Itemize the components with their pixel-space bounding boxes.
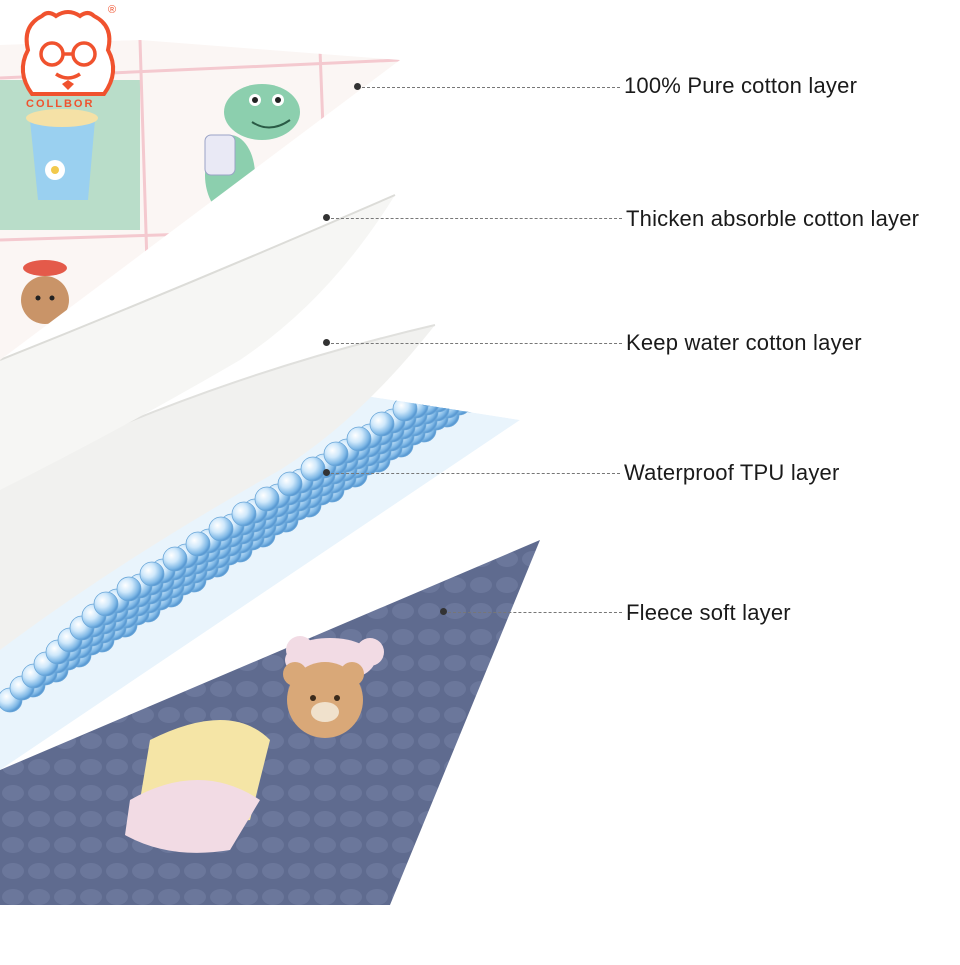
tpu-bubble (527, 343, 551, 367)
tpu-bubble (277, 471, 303, 497)
tpu-bubble (461, 361, 485, 385)
brand-name: COLLBOR (26, 98, 95, 110)
tpu-bubble (472, 358, 496, 382)
bear-illustration (125, 636, 384, 853)
tpu-bubble (139, 561, 165, 587)
tpu-bubble (588, 274, 612, 298)
tpu-bubble (485, 337, 509, 361)
tpu-bubble (457, 395, 483, 413)
tpu-bubble (447, 395, 473, 407)
small-bear-illustration (21, 260, 69, 324)
tpu-bubble (300, 456, 326, 482)
tpu-bubble (493, 361, 517, 385)
tpu-bubble (254, 486, 280, 512)
callout-line-absorbent-cotton (331, 218, 622, 219)
callout-line-pure-cotton (362, 87, 620, 88)
tpu-bubble (483, 355, 507, 379)
tpu-bubble (551, 319, 575, 343)
tpu-bubble (611, 259, 635, 283)
callout-dot-absorbent-cotton (323, 214, 330, 221)
tpu-bubble (553, 301, 577, 325)
tpu-bubble (565, 289, 589, 313)
tpu-bubble (369, 411, 395, 437)
tpu-bubble (505, 349, 529, 373)
tpu-bubble (484, 346, 508, 370)
tpu-bubble (541, 313, 565, 337)
callout-dot-keep-water-cotton (323, 339, 330, 346)
brand-logo (20, 10, 116, 96)
tpu-bubble (517, 337, 541, 361)
tpu-bubble (531, 307, 555, 331)
tpu-bubble (516, 346, 540, 370)
tpu-bubble (473, 349, 497, 373)
tpu-bubble (564, 298, 588, 322)
tpu-bubble (563, 307, 587, 331)
tpu-bubble (460, 370, 484, 394)
tpu-bubble (480, 395, 506, 398)
tpu-bubble (542, 304, 566, 328)
tpu-bubble (482, 364, 506, 388)
tpu-bubble (575, 295, 599, 319)
tpu-bubble (93, 591, 119, 617)
tpu-bubble (448, 395, 474, 398)
absorbent-cotton-layer (0, 194, 396, 490)
tpu-bubble (494, 352, 518, 376)
tpu-bubble (529, 325, 553, 349)
callout-line-tpu (331, 473, 620, 474)
tpu-bubble (415, 395, 441, 407)
tpu-layer (0, 247, 647, 770)
tpu-bubble (392, 396, 418, 422)
tpu-bubble (450, 364, 474, 388)
tpu-bubble (600, 262, 624, 286)
callout-dot-pure-cotton (354, 83, 361, 90)
layer-label-keep-water-cotton: Keep water cotton layer (626, 330, 862, 355)
tpu-bubble (623, 247, 647, 271)
tpu-bubble (518, 328, 542, 352)
tpu-bubble (504, 358, 528, 382)
callout-line-fleece (448, 612, 622, 613)
tpu-bubble (323, 441, 349, 467)
tpu-bubble (495, 343, 519, 367)
tpu-bubble (231, 501, 257, 527)
layer-label-absorbent-cotton: Thicken absorble cotton layer (626, 206, 920, 231)
tpu-bubble (552, 310, 576, 334)
layer-label-pure-cotton: 100% Pure cotton layer (624, 73, 858, 98)
cup-illustration (26, 109, 98, 200)
registered-mark: ® (108, 4, 117, 16)
tpu-bubble (528, 334, 552, 358)
tpu-bubble (426, 395, 452, 404)
tpu-bubble (471, 367, 495, 391)
tpu-bubble (437, 395, 463, 401)
tpu-bubble (208, 516, 234, 542)
tpu-bubble (162, 546, 188, 572)
tpu-bubble (346, 426, 372, 452)
tpu-bubble (599, 271, 623, 295)
tpu-bubble (185, 531, 211, 557)
callout-dot-tpu (323, 469, 330, 476)
tpu-bubble (462, 352, 486, 376)
tpu-bubble (458, 395, 484, 404)
tpu-bubble (577, 277, 601, 301)
tpu-bubble (554, 292, 578, 316)
tpu-bubble (587, 283, 611, 307)
layer-label-fleece: Fleece soft layer (626, 600, 791, 625)
tpu-bubble (530, 316, 554, 340)
tpu-bubble (469, 395, 495, 401)
tpu-bubble (519, 319, 543, 343)
callout-dot-fleece (440, 608, 447, 615)
tpu-bubble (576, 286, 600, 310)
tpu-bubble (116, 576, 142, 602)
tpu-bubble (436, 395, 462, 410)
tpu-bubble (496, 334, 520, 358)
tpu-bubble (439, 367, 463, 391)
layer-label-tpu: Waterproof TPU layer (624, 460, 840, 485)
fleece-layer (0, 540, 540, 905)
callout-line-keep-water-cotton (331, 343, 622, 344)
